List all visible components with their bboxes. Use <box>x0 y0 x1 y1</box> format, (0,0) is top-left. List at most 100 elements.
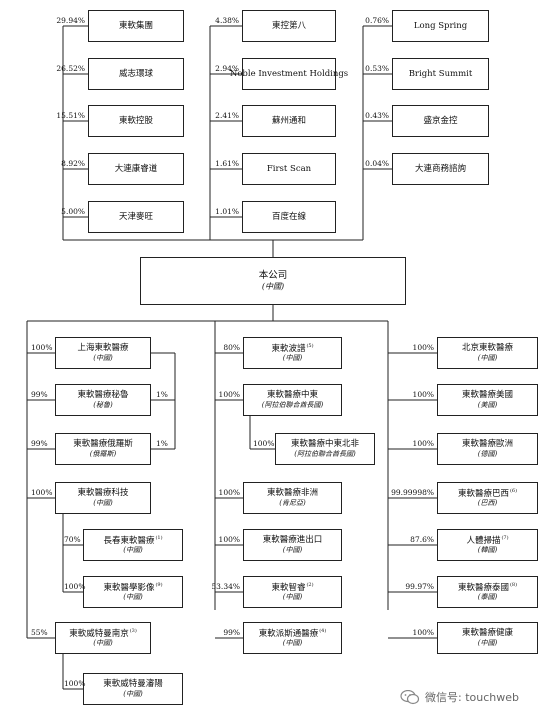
entity-name: 天津麥旺 <box>118 211 153 222</box>
entity-jurisdiction: (中國) <box>477 638 498 647</box>
subsidiary-box: 東軟波譜(5)(中國) <box>243 337 342 369</box>
entity-jurisdiction: (泰國) <box>477 593 498 602</box>
entity-jurisdiction: (中國) <box>93 498 113 507</box>
ownership-percentage: 1.61% <box>215 159 239 168</box>
entity-name: First Scan <box>266 163 312 174</box>
ownership-percentage: 100% <box>218 488 240 497</box>
entity-jurisdiction: (中國) <box>282 545 303 554</box>
ownership-percentage: 70% <box>64 535 81 544</box>
ownership-percentage: 99.97% <box>405 582 434 591</box>
entity-name: 東軟集團 <box>118 20 153 31</box>
entity-jurisdiction: (巴西) <box>477 499 498 508</box>
entity-jurisdiction: (中國) <box>282 639 303 648</box>
subsidiary-box: 東軟醫療健康(中國) <box>437 622 538 654</box>
ownership-percentage: 100% <box>412 439 434 448</box>
entity-name: 東控第八 <box>271 20 306 31</box>
ownership-percentage: 8.92% <box>61 159 85 168</box>
footnote-marker: (6) <box>509 487 518 494</box>
ownership-percentage: 100% <box>31 343 53 352</box>
entity-name: 百度在線 <box>271 211 306 222</box>
entity-jurisdiction: (中國) <box>477 353 498 362</box>
entity-jurisdiction: (中國) <box>261 281 285 291</box>
shareholder-box: 威志環球 <box>88 58 184 90</box>
ownership-percentage: 1% <box>156 390 168 399</box>
entity-name: 東軟醫療非洲 <box>266 488 318 499</box>
subsidiary-box: 東軟醫療非洲(肯尼亞) <box>243 482 342 514</box>
ownership-percentage: 87.6% <box>410 535 434 544</box>
entity-jurisdiction: (秘魯) <box>93 400 113 409</box>
ownership-percentage: 99% <box>223 628 240 637</box>
footnote-marker: (7) <box>501 534 509 541</box>
entity-name: 東軟醫學影像 <box>103 582 155 593</box>
shareholder-box: First Scan <box>242 153 336 185</box>
subsidiary-box: 人體掃描(7)(韓國) <box>437 529 538 561</box>
subsidiary-box: 東軟派斯通醫療(4) (中國) <box>243 622 342 654</box>
entity-name: 大連商務諮詢 <box>414 163 466 174</box>
shareholder-box: Bright Summit <box>392 58 489 90</box>
ownership-percentage: 0.04% <box>365 159 389 168</box>
ownership-percentage: 99% <box>31 390 48 399</box>
subsidiary-box: 東軟醫療中東(阿拉伯聯合酋長國) <box>243 384 342 416</box>
ownership-percentage: 2.94% <box>215 64 239 73</box>
footnote-marker: (3) <box>129 627 137 634</box>
ownership-percentage: 100% <box>412 628 434 637</box>
shareholder-box: 東軟控股 <box>88 105 184 137</box>
entity-name: 東軟醫療健康 <box>461 628 513 639</box>
entity-name: 東軟醫療中東北非 <box>290 439 359 450</box>
entity-jurisdiction: (俄羅斯) <box>89 449 117 458</box>
wechat-icon <box>400 689 420 705</box>
entity-name: 東軟醫療秘魯 <box>77 390 129 401</box>
shareholder-box: 天津麥旺 <box>88 201 184 233</box>
entity-name: 東軟醫療巴西 <box>457 488 509 499</box>
entity-jurisdiction: (德國) <box>477 449 498 458</box>
ownership-percentage: 0.43% <box>365 111 389 120</box>
entity-jurisdiction: (中國) <box>282 593 303 602</box>
entity-jurisdiction: (肯尼亞) <box>279 498 306 507</box>
entity-jurisdiction: (中國) <box>93 353 113 362</box>
ownership-percentage: 4.38% <box>215 16 239 25</box>
entity-jurisdiction: (美國) <box>477 400 498 409</box>
ownership-percentage: 99.99998% <box>391 488 434 497</box>
subsidiary-box: 長春東軟醫療(1)(中國) <box>83 529 183 561</box>
entity-name: 東軟派斯通醫療 <box>258 628 319 639</box>
watermark-text: 微信号: touchweb <box>425 691 519 704</box>
entity-name: 東軟醫療美國 <box>461 390 513 401</box>
subsidiary-box: 北京東軟醫療(中國) <box>437 337 538 369</box>
ownership-percentage: 100% <box>31 488 53 497</box>
ownership-percentage: 100% <box>218 535 240 544</box>
entity-name: 東軟醫療科技 <box>77 488 129 499</box>
ownership-percentage: 0.53% <box>365 64 389 73</box>
shareholder-box: 東軟集團 <box>88 10 184 42</box>
ownership-percentage: 55% <box>31 628 48 637</box>
footnote-marker: (4) <box>319 627 327 634</box>
company-box: 本公司(中國) <box>140 257 406 305</box>
ownership-percentage: 100% <box>218 390 240 399</box>
footnote-marker: (8) <box>509 581 518 588</box>
entity-name: Long Spring <box>413 20 468 31</box>
subsidiary-box: 東軟威特曼南京(3) (中國) <box>55 622 151 654</box>
subsidiary-box: 東軟醫療進出口(中國) <box>243 529 342 561</box>
ownership-percentage: 2.41% <box>215 111 239 120</box>
subsidiary-box: 東軟醫療泰國(8)(泰國) <box>437 576 538 608</box>
subsidiary-box: 東軟醫療中東北非(阿拉伯聯合酋長國) <box>275 433 375 465</box>
entity-jurisdiction: (阿拉伯聯合酋長國) <box>261 400 324 409</box>
entity-name: 東軟波譜 <box>271 343 306 354</box>
entity-jurisdiction: (中國) <box>93 639 113 648</box>
entity-name: 東軟醫療俄羅斯 <box>73 439 133 450</box>
shareholder-box: 百度在線 <box>242 201 336 233</box>
ownership-percentage: 0.76% <box>365 16 389 25</box>
entity-name: Bright Summit <box>408 68 473 79</box>
subsidiary-box: 上海東軟醫療(中國) <box>55 337 151 369</box>
shareholder-box: 蘇州通和 <box>242 105 336 137</box>
footnote-marker: (1) <box>155 534 163 541</box>
footnote-marker: (2) <box>306 581 314 588</box>
ownership-percentage: 100% <box>412 343 434 352</box>
entity-name: 東軟威特曼南京 <box>69 628 129 639</box>
entity-jurisdiction: (中國) <box>123 689 143 698</box>
shareholder-box: 東控第八 <box>242 10 336 42</box>
subsidiary-box: 東軟醫療科技(中國) <box>55 482 151 514</box>
ownership-percentage: 53.34% <box>211 582 240 591</box>
shareholder-box: 大連康睿道 <box>88 153 184 185</box>
